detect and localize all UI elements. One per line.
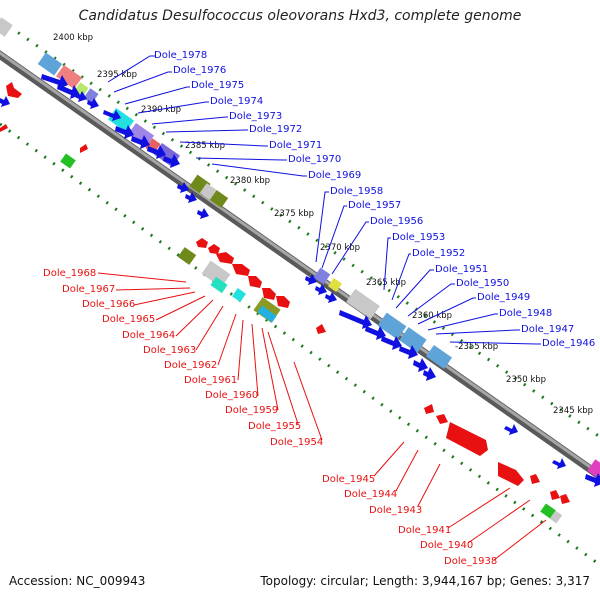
- reverse-genes: [0, 82, 570, 504]
- cog-boxes-lower: [60, 153, 600, 524]
- tick-label: 2380 kbp: [230, 176, 270, 186]
- gene-label: Dole_1972: [249, 124, 302, 135]
- gene-label: Dole_1976: [173, 65, 226, 76]
- gene-label: Dole_1955: [248, 421, 301, 432]
- gene-label: Dole_1944: [344, 489, 397, 500]
- gene-label: Dole_1952: [412, 248, 465, 259]
- gene-label: Dole_1954: [270, 437, 323, 448]
- gene-label: Dole_1957: [348, 200, 401, 211]
- gene-label: Dole_1978: [154, 50, 207, 61]
- gene-label: Dole_1971: [269, 140, 322, 151]
- gene-label: Dole_1969: [308, 170, 361, 181]
- tick-track-upper: [0, 18, 600, 439]
- gene-label: Dole_1963: [143, 345, 196, 356]
- tick-label: 2360 kbp: [412, 311, 452, 321]
- gene-label: Dole_1949: [477, 292, 530, 303]
- gene-label: Dole_1953: [392, 232, 445, 243]
- genome-summary: Topology: circular; Length: 3,944,167 bp…: [260, 574, 590, 588]
- gene-label: Dole_1961: [184, 375, 237, 386]
- tick-label: 2385 kbp: [185, 141, 225, 151]
- tick-label: 2390 kbp: [141, 105, 181, 115]
- gene-label: Dole_1962: [164, 360, 217, 371]
- tick-label: 2350 kbp: [506, 375, 546, 385]
- gene-label: Dole_1941: [398, 525, 451, 536]
- tick-label: 2400 kbp: [53, 33, 93, 43]
- gene-label: Dole_1946: [542, 338, 595, 349]
- gene-label: Dole_1966: [82, 299, 135, 310]
- gene-label: Dole_1951: [435, 264, 488, 275]
- gene-label: Dole_1960: [205, 390, 258, 401]
- tick-label: 2395 kbp: [97, 70, 137, 80]
- genome-backbone: [0, 50, 600, 481]
- tick-label: -2355 kbp: [455, 342, 498, 352]
- leader-lines-lower: [97, 272, 547, 561]
- tick-label: 2345 kbp: [553, 406, 593, 416]
- gene-label: Dole_1968: [43, 268, 96, 279]
- gene-label: Dole_1956: [370, 216, 423, 227]
- tick-label: 2370 kbp: [320, 243, 360, 253]
- forward-genes: [0, 74, 600, 487]
- gene-label: Dole_1947: [521, 324, 574, 335]
- tick-labels: 2400 kbp 2395 kbp 2390 kbp 2385 kbp 2380…: [53, 33, 593, 416]
- gene-label: Dole_1948: [499, 308, 552, 319]
- gene-label: Dole_1965: [102, 314, 155, 325]
- gene-labels-upper: Dole_1978 Dole_1976 Dole_1975 Dole_1974 …: [154, 50, 595, 349]
- tick-label: 2375 kbp: [274, 209, 314, 219]
- gene-label: Dole_1964: [122, 330, 175, 341]
- gene-label: Dole_1975: [191, 80, 244, 91]
- gene-label: Dole_1940: [420, 540, 473, 551]
- gene-label: Dole_1973: [229, 111, 282, 122]
- gene-label: Dole_1938: [444, 556, 497, 567]
- accession-label: Accession: NC_009943: [9, 574, 146, 588]
- gene-label: Dole_1974: [210, 96, 263, 107]
- gene-label: Dole_1943: [369, 505, 422, 516]
- map-title: Candidatus Desulfococcus oleovorans Hxd3…: [78, 8, 522, 24]
- tick-label: 2365 kbp: [366, 278, 406, 288]
- gene-label: Dole_1945: [322, 474, 375, 485]
- gene-labels-lower: Dole_1968 Dole_1967 Dole_1966 Dole_1965 …: [43, 268, 497, 567]
- gene-label: Dole_1970: [288, 154, 341, 165]
- gene-label: Dole_1950: [456, 278, 509, 289]
- leader-lines-upper: [107, 55, 541, 345]
- tick-track-lower: [0, 122, 600, 567]
- gene-label: Dole_1958: [330, 186, 383, 197]
- gene-label: Dole_1967: [62, 284, 115, 295]
- gene-label: Dole_1959: [225, 405, 278, 416]
